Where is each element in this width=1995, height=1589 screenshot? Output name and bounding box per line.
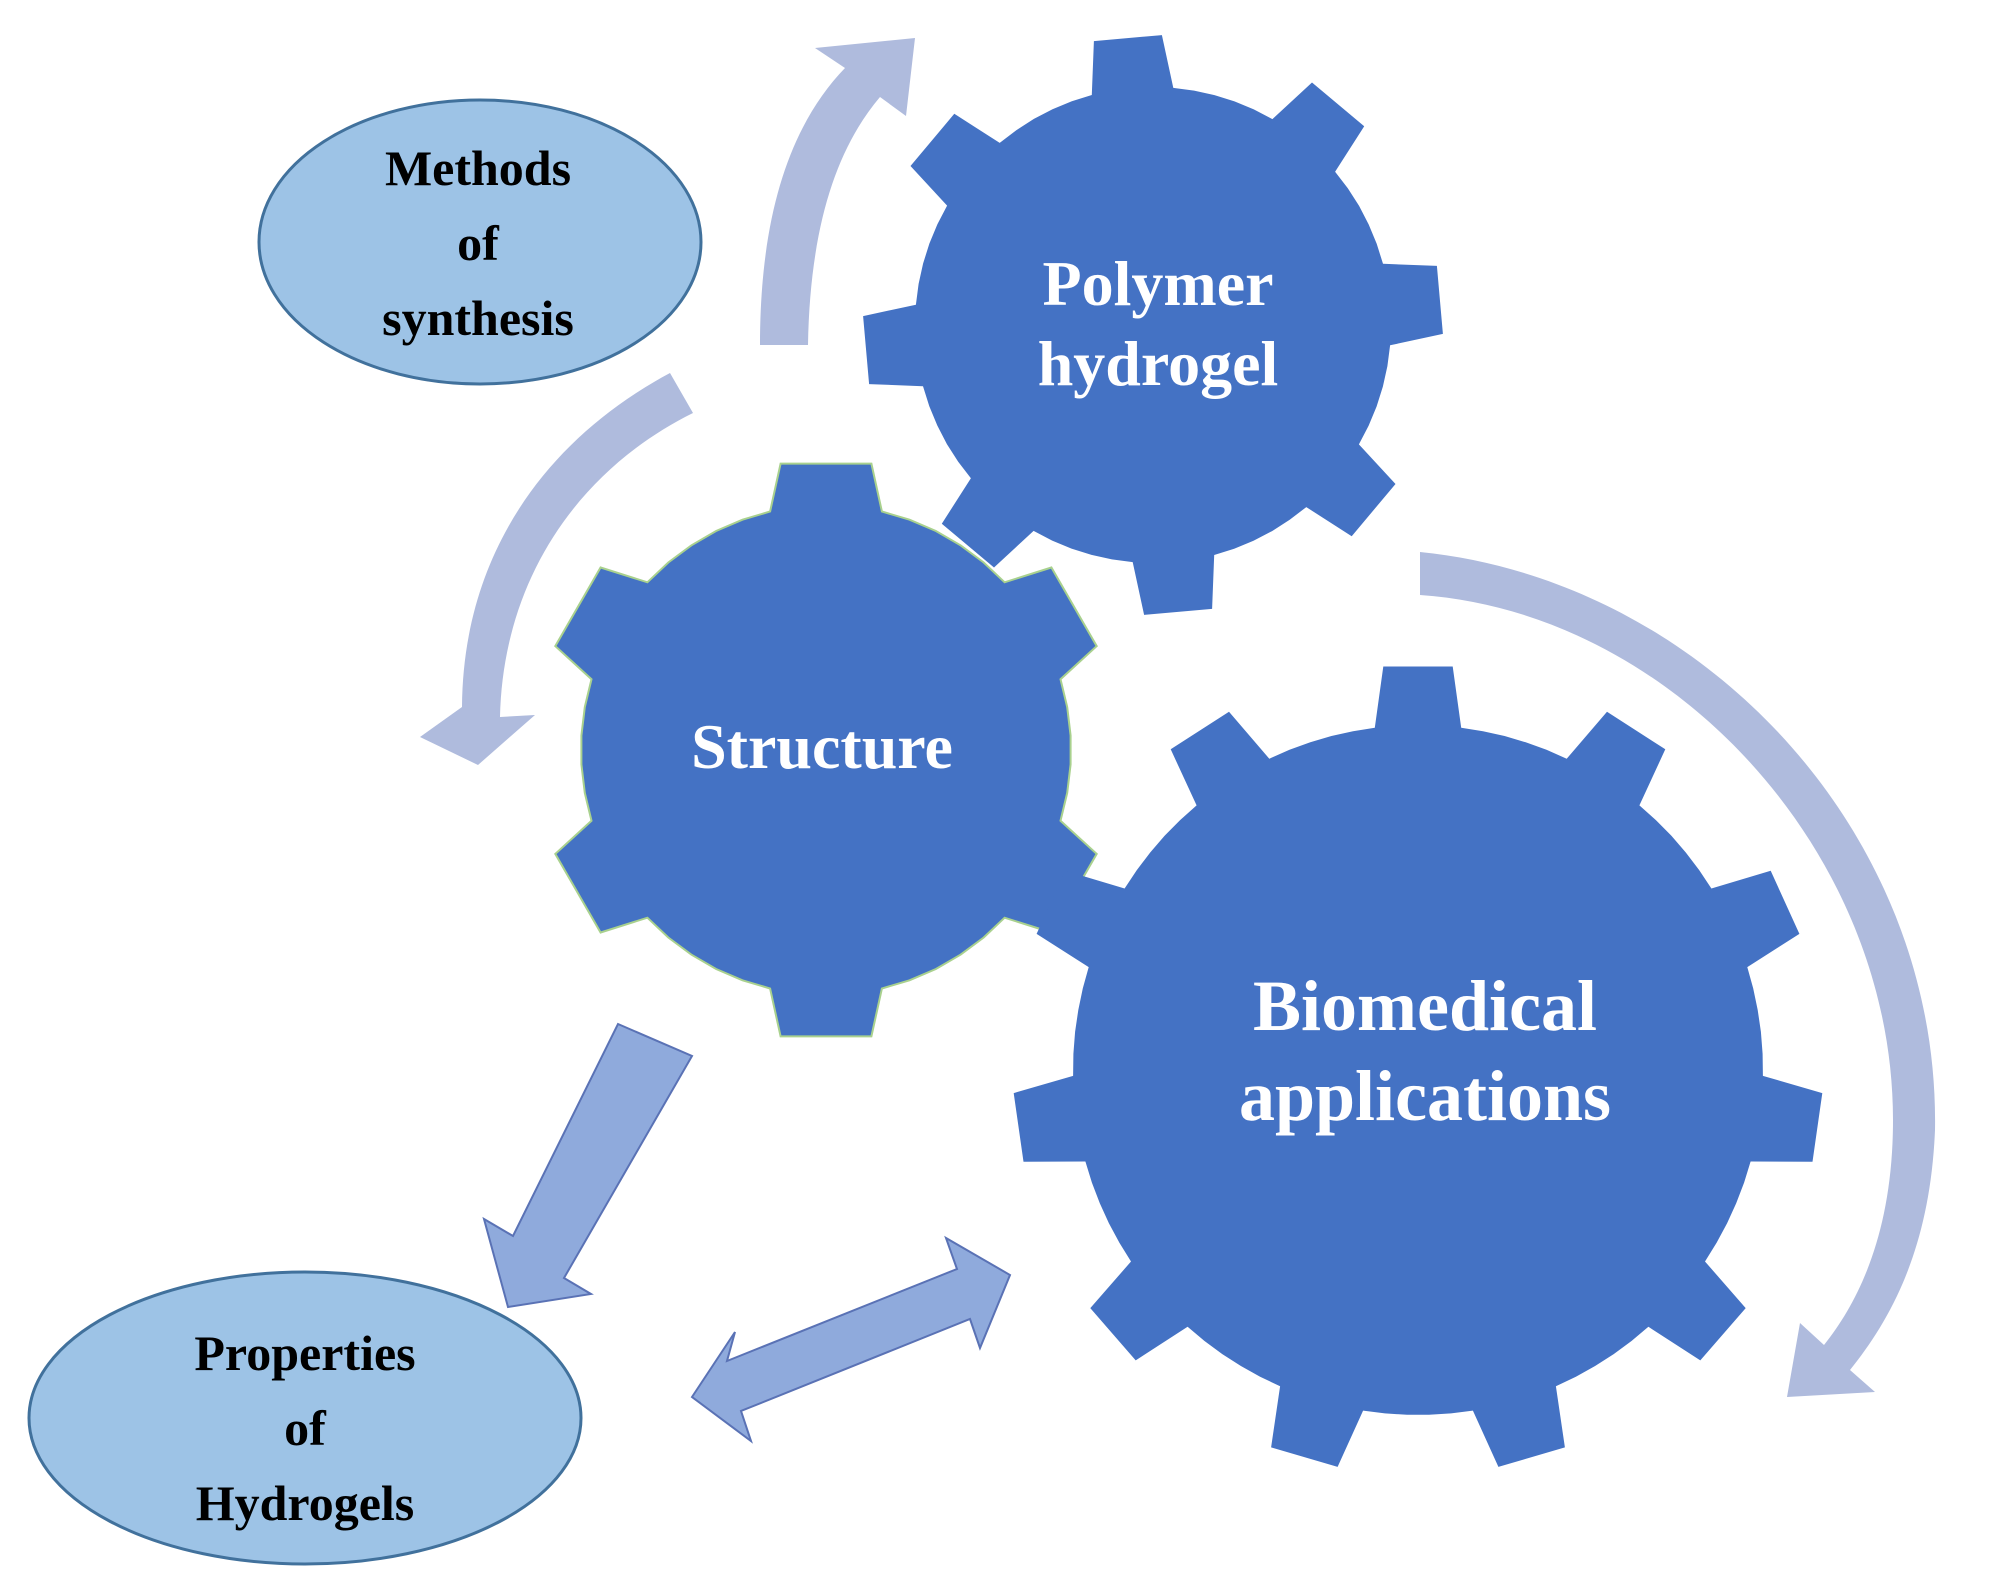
label-properties-line: Hydrogels [196,1475,415,1531]
label-methods-line: Methods [385,140,571,196]
structure-gear: Structure [554,462,1098,1038]
methods-of-synthesis-node: Methods of synthesis [257,98,703,386]
properties-ellipse [27,1270,583,1566]
methods-ellipse [257,98,703,386]
structure-label: Structure [691,711,953,782]
biomedical-gear-shape [1013,666,1823,1467]
double-arrow-properties-biomedical [690,1235,1012,1444]
label-methods-line: of [457,215,500,271]
curved-arrow-around-biomedical [1420,552,1936,1397]
label-structure-line: Structure [691,711,953,782]
label-methods-line: synthesis [382,290,574,346]
structure-gear-shape [554,462,1098,1038]
biomedical-label: Biomedical applications [1239,966,1611,1136]
methods-label: Methods of synthesis [382,140,574,346]
curved-arrow-to-polymer [760,38,915,345]
polymer-label: Polymer hydrogel [1038,248,1279,399]
label-polymer-line: hydrogel [1038,328,1279,399]
label-biomedical-line: Biomedical [1253,966,1597,1046]
label-properties-line: of [284,1400,327,1456]
polymer-hydrogel-gear: Polymer hydrogel [863,35,1443,615]
polymer-gear-shape [863,35,1443,615]
label-properties-line: Properties [194,1325,415,1381]
label-polymer-line: Polymer [1043,248,1274,319]
arrow-structure-to-properties [482,1022,694,1309]
curved-arrow-to-structure [420,373,693,765]
biomedical-applications-gear: Biomedical applications [1013,666,1823,1467]
label-biomedical-line: applications [1239,1056,1611,1136]
